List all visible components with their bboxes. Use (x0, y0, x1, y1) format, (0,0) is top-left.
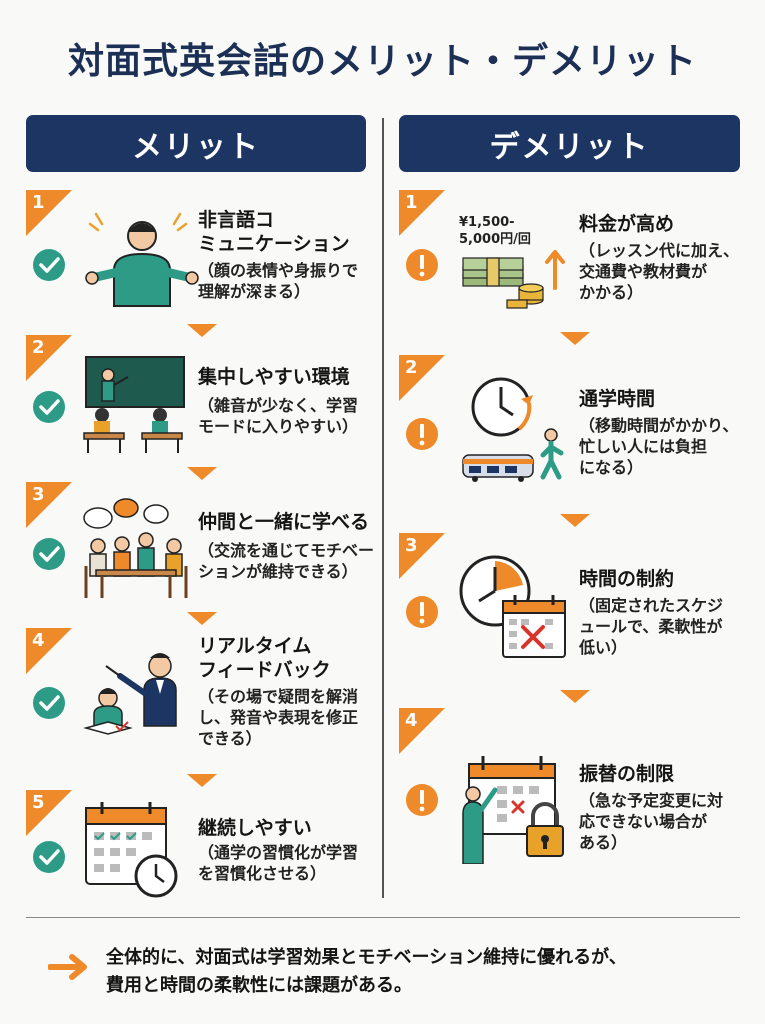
item-description: （その場で疑問を解消 し、発音や表現を修正 できる） (198, 687, 359, 748)
merit-item-1: 1 非言語コ ミュニケーション （顔の表情や身振りで 理解が深まる） (26, 190, 376, 315)
number-tab (26, 190, 72, 236)
item-number: 5 (32, 792, 45, 813)
number-tab (26, 482, 72, 528)
arrow-down-icon (560, 332, 590, 345)
arrow-down-icon (187, 774, 217, 787)
check-icon (33, 391, 65, 423)
item-number: 2 (405, 357, 418, 378)
number-tab (26, 790, 72, 836)
demerit-item-4: 4 振替の制限 （急な予定変更に対 応できない場合が ある） (399, 708, 749, 868)
item-title: 振替の制限 (579, 763, 675, 785)
teacher-student-icon (83, 653, 177, 735)
column-divider (382, 118, 384, 898)
clock-calendar-icon (459, 555, 566, 658)
item-description: （顔の表情や身振りで 理解が深まる） (198, 261, 359, 301)
page-title: 対面式英会話のメリット・デメリット (67, 41, 697, 82)
item-description: （通学の習慣化が学習 を習慣化させる） (198, 843, 359, 883)
classroom-icon (83, 356, 185, 453)
arrow-down-icon (560, 690, 590, 703)
commute-clock-icon (462, 377, 564, 482)
gesturing-person-icon (85, 212, 199, 307)
item-description: （固定されたスケジ ュールで、柔軟性が 低い） (579, 596, 724, 657)
item-title: リアルタイム フィードバック (198, 635, 331, 681)
price-label: ¥1,500- 5,000円/回 (459, 215, 531, 247)
summary-divider (26, 917, 740, 918)
item-description: （交流を通じてモチベー ションが維持できる） (198, 541, 375, 581)
locked-calendar-icon (462, 756, 564, 864)
item-title: 料金が高め (579, 213, 675, 235)
warning-icon (406, 418, 438, 450)
merit-item-2: 2 集中しやすい環境 （雑音が少なく、学習 モードに入りやすい） (26, 335, 376, 460)
calendar-clock-icon (85, 802, 178, 898)
arrow-down-icon (187, 467, 217, 480)
item-number: 4 (32, 630, 45, 651)
item-description: （急な予定変更に対 応できない場合が ある） (579, 791, 724, 852)
arrow-right-icon (48, 954, 87, 980)
merit-item-3: 3 仲間と一緒に学べる （交流を通じてモチベー ションが維持できる） (26, 482, 381, 607)
item-title: 通学時間 (579, 388, 656, 410)
item-description: （移動時間がかかり、 忙しい人には負担 になる） (579, 416, 739, 477)
check-icon (33, 538, 65, 570)
arrow-down-icon (560, 514, 590, 527)
merit-item-5: 5 継続しやすい （通学の習慣化が学習 を習慣化させる） (26, 790, 376, 910)
merit-item-4: 4 リアルタイム フィードバック （その場で疑問を解消 し、発音や表現を修正 で… (26, 628, 381, 768)
check-icon (33, 249, 65, 281)
item-number: 4 (405, 710, 418, 731)
arrow-down-icon (187, 324, 217, 337)
warning-icon (406, 249, 438, 281)
item-title: 仲間と一緒に学べる (198, 511, 370, 533)
item-description: （雑音が少なく、学習 モードに入りやすい） (198, 396, 359, 436)
check-icon (33, 841, 65, 873)
demerit-header: デメリット (399, 115, 740, 172)
check-icon (33, 687, 65, 719)
number-tab (399, 533, 445, 579)
number-tab (26, 335, 72, 381)
item-title: 集中しやすい環境 (198, 366, 350, 388)
item-number: 1 (32, 192, 45, 213)
demerit-item-2: 2 通学時間 （移動時間がかかり、 忙しい人には負担 になる） (399, 355, 749, 495)
summary-text: 全体的に、対面式は学習効果とモチベーション維持に優れるが、 費用と時間の柔軟性に… (106, 947, 627, 996)
number-tab (399, 355, 445, 401)
warning-icon (406, 596, 438, 628)
number-tab (399, 190, 445, 236)
demerit-item-1: 1 ¥1,500- 5,000円/回 料金が高め （レッスン代に加え、 交通費や… (399, 190, 749, 320)
demerit-item-3: 3 時間の制約 （固定されたスケジ ュールで、柔軟性が 低い） (399, 533, 749, 673)
item-number: 2 (32, 337, 45, 358)
money-icon (462, 250, 565, 309)
warning-icon (406, 784, 438, 816)
item-title: 非言語コ ミュニケーション (198, 209, 350, 255)
item-number: 3 (32, 484, 45, 505)
group-discussion-icon (83, 498, 188, 598)
item-number: 3 (405, 535, 418, 556)
arrow-down-icon (187, 612, 217, 625)
item-title: 継続しやすい (198, 817, 312, 839)
item-description: （レッスン代に加え、 交通費や教材費が かかる） (579, 241, 740, 302)
item-title: 時間の制約 (579, 568, 675, 590)
item-number: 1 (405, 192, 418, 213)
number-tab (26, 628, 72, 674)
merit-header: メリット (26, 115, 366, 172)
number-tab (399, 708, 445, 754)
